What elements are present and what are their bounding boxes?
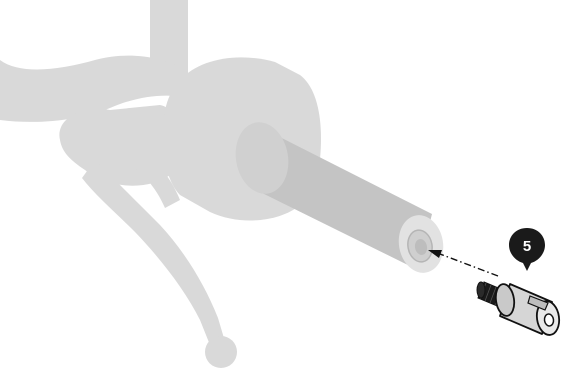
bar-end-plug: [477, 282, 561, 336]
step-number-label: 5: [523, 238, 531, 255]
ghost-lever-ball-end: [205, 336, 237, 368]
plug-shaft-tip: [477, 282, 485, 298]
step-number-badge-icon: 5: [509, 228, 545, 271]
arrow-shaft: [440, 254, 498, 276]
